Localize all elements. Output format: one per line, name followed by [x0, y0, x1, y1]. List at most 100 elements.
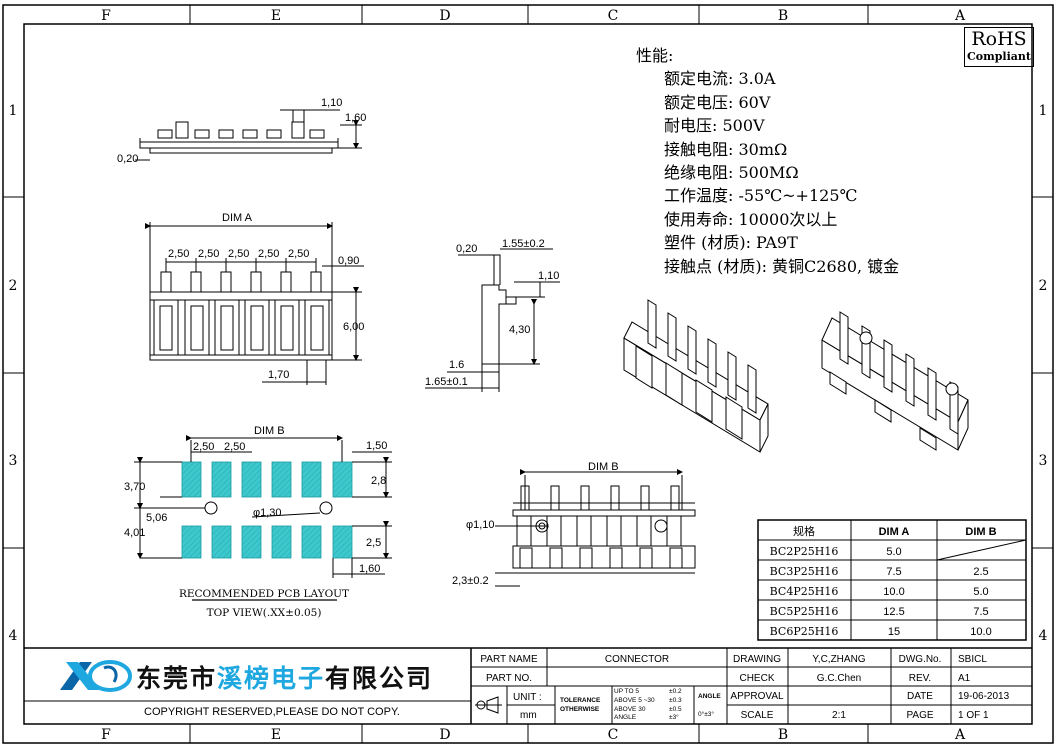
dim-label: 5,06: [146, 512, 167, 524]
dwg-value: SBICL: [958, 654, 987, 665]
unit-value: mm: [520, 710, 537, 721]
check-label: CHECK: [739, 673, 774, 684]
dim-label: 1,10: [538, 270, 559, 282]
spec-line: 工作温度: -55℃~+125℃: [664, 186, 858, 206]
pcb-layout-dims: DIM B 2,50 2,50 1,50 3,70 2,8 5,06 4,01 …: [124, 425, 387, 619]
table-cell: 10.0: [883, 586, 904, 598]
dim-label: 2,50: [198, 248, 219, 260]
iso-view-left: [623, 299, 769, 453]
dim-label: φ1,10: [466, 519, 495, 531]
table-header: 规格: [793, 524, 815, 538]
row-label: 4: [1039, 628, 1048, 644]
page-value: 1 OF 1: [958, 710, 989, 721]
part-name-label: PART NAME: [480, 654, 538, 665]
dwg-label: DWG.No.: [899, 654, 942, 665]
top-view-dims: DIM A 2,50 2,50 2,50 2,50 2,50 0,90 6,00…: [168, 212, 364, 381]
dim-label: 1,70: [268, 369, 289, 381]
rohs-sub: Compliant: [967, 50, 1031, 63]
dim-label: 2,50: [228, 248, 249, 260]
iso-view-right: [821, 311, 969, 451]
approval-label: APPROVAL: [730, 691, 784, 702]
row-label: 4: [9, 628, 18, 644]
date-label: DATE: [907, 691, 933, 702]
col-label: D: [439, 8, 450, 24]
company-name-part: 有限公司: [325, 664, 434, 693]
table-cell: BC6P25H16: [770, 625, 839, 638]
col-label: C: [608, 727, 619, 743]
table-cell: 12.5: [883, 606, 904, 618]
col-label: A: [954, 727, 966, 743]
check-value: G.C.Chen: [817, 673, 861, 684]
tol-range: UP TO 5: [614, 688, 639, 695]
spec-line: 使用寿命: 10000次以上: [664, 209, 838, 229]
spec-line: 耐电压: 500V: [664, 116, 765, 136]
spec-line: 额定电压: 60V: [664, 92, 771, 112]
dim-label: 4,30: [509, 324, 530, 336]
spec-line: 塑件 (材质): PA9T: [664, 233, 798, 253]
dim-label: φ1,30: [253, 507, 282, 519]
dim-label: 1,50: [366, 440, 387, 452]
side-view-dims: 1,10 1,60 0,20: [117, 97, 366, 165]
title-block-text: PART NAME CONNECTOR PART NO. UNIT : mm T…: [480, 654, 1009, 721]
page-label: PAGE: [906, 710, 933, 721]
dim-table: [757, 519, 1027, 641]
dim-label: 0,90: [338, 255, 359, 267]
company-name: 东莞市溪榜电子有限公司: [136, 659, 433, 695]
company-name-part: 东莞市: [136, 664, 218, 693]
rev-value: A1: [958, 673, 971, 684]
spec-line: 额定电流: 3.0A: [664, 69, 776, 89]
col-label: E: [271, 727, 281, 743]
row-label: 2: [1039, 278, 1048, 294]
row-label: 3: [1039, 453, 1048, 469]
drawing-label: DRAWING: [733, 654, 781, 665]
tol-range: ABOVE 30: [614, 706, 646, 713]
pcb-layout-label: RECOMMENDED PCB LAYOUT: [179, 588, 349, 600]
dim-label: 2,8: [371, 475, 386, 487]
dim-label: 2,5: [366, 537, 381, 549]
profile-view-dims: 0,20 1.55±0.2 1,10 4,30 1.6 1.65±0.1: [425, 238, 559, 388]
col-label: B: [778, 8, 788, 24]
dim-label: 1.6: [449, 359, 464, 371]
dim-label: 2,50: [224, 441, 245, 453]
table-cell: 7.5: [886, 566, 901, 578]
tol-value: ±0.3: [669, 697, 682, 704]
angle-tol: ±3°: [669, 713, 679, 721]
table-cell: 7.5: [973, 606, 988, 618]
table-cell: BC3P25H16: [770, 565, 839, 578]
dim-label: DIM B: [588, 461, 619, 473]
dim-label: 1,60: [345, 112, 366, 124]
dim-label: 4,01: [124, 527, 145, 539]
col-label: E: [271, 8, 281, 24]
col-label: C: [608, 8, 619, 24]
table-cell: BC2P25H16: [770, 545, 839, 558]
table-cell: 2.5: [973, 566, 988, 578]
copyright-notice: COPYRIGHT RESERVED,PLEASE DO NOT COPY.: [144, 706, 400, 718]
dim-label: 0,20: [117, 153, 138, 165]
pcb-layout-sublabel: TOP VIEW(.XX±0.05): [207, 607, 322, 619]
dim-label: 2,50: [193, 441, 214, 453]
drawing-value: Y,C,ZHANG: [812, 654, 865, 665]
dim-label: DIM A: [222, 212, 253, 224]
scale-value: 2:1: [832, 710, 846, 721]
rev-label: REV.: [909, 673, 931, 684]
unit-label: UNIT :: [513, 692, 542, 703]
dim-label: 1,10: [321, 97, 342, 109]
angle-label: ANGLE: [614, 714, 637, 721]
tol-value: ±0.2: [669, 688, 682, 695]
tol-value: ±0.5: [669, 706, 682, 713]
spec-list: 性能: 额定电流: 3.0A 额定电压: 60V 耐电压: 500V 接触电阻:…: [636, 44, 899, 278]
dim-label: 2,50: [258, 248, 279, 260]
table-header: DIM A: [879, 526, 910, 538]
angle-head: ANGLE: [698, 693, 721, 700]
company-name-part: 溪榜电子: [217, 664, 326, 693]
part-name-value: CONNECTOR: [605, 654, 669, 665]
front-view: [495, 469, 696, 587]
rohs-badge: RoHS Compliant: [964, 27, 1034, 67]
side-view: [135, 109, 362, 161]
dim-label: 1,60: [359, 563, 380, 575]
dim-label: 3,70: [124, 481, 145, 493]
col-label: B: [778, 727, 788, 743]
scale-label: SCALE: [741, 710, 774, 721]
front-view-dims: DIM B φ1,10 2,3±0.2: [452, 461, 619, 587]
sheet-border: [2, 4, 1054, 744]
